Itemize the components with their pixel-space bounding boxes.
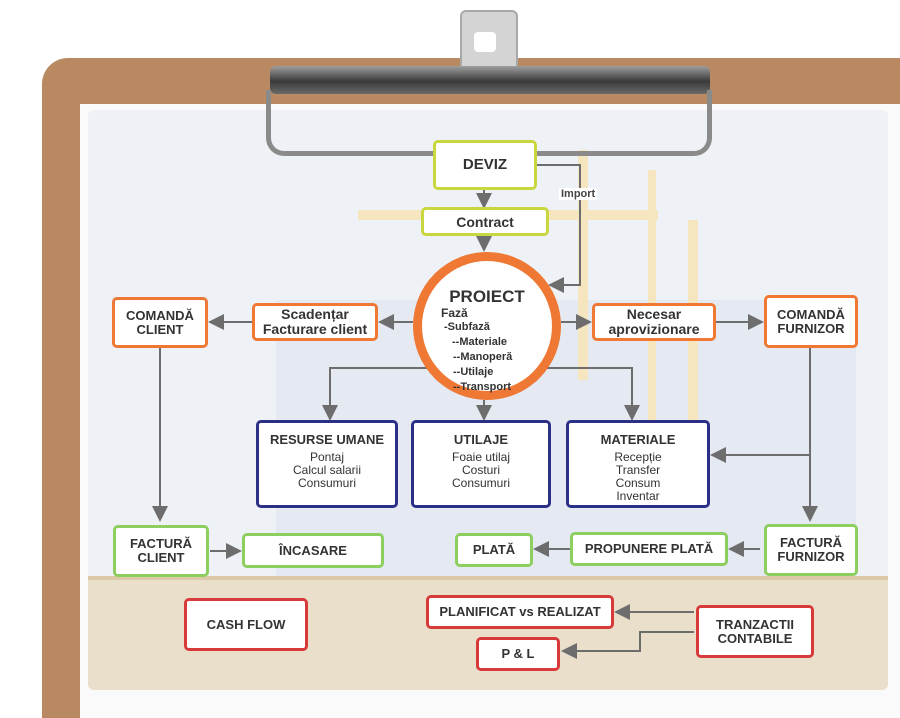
materiale-title: MATERIALE <box>600 432 676 447</box>
materiale-box: MATERIALE Recepție Transfer Consum Inven… <box>566 420 710 508</box>
proiect-circle: PROIECT Fază -Subfază --Materiale --Mano… <box>413 252 561 400</box>
proiect-line-manopera: --Manoperă <box>453 351 513 363</box>
factura-furnizor-line1: FACTURĂ <box>779 535 843 550</box>
comanda-furnizor-line1: COMANDĂ <box>777 306 845 322</box>
comanda-client-box: COMANDĂ CLIENT <box>112 297 208 348</box>
utilaje-item: Costuri <box>461 463 500 477</box>
comanda-furnizor-box: COMANDĂ FURNIZOR <box>764 295 858 348</box>
utilaje-title: UTILAJE <box>453 432 509 447</box>
factura-client-box: FACTURĂ CLIENT <box>113 525 209 577</box>
arrow-import <box>536 164 581 293</box>
arrow-proiect-materiale <box>540 367 640 421</box>
proiect-line-subfaza: -Subfază <box>444 321 490 333</box>
utilaje-box: UTILAJE Foaie utilaj Costuri Consumuri <box>411 420 551 508</box>
necesar-line2: aprovizionare <box>608 321 700 337</box>
comanda-furnizor-line2: FURNIZOR <box>777 320 845 336</box>
planificat-box: PLANIFICAT vs REALIZAT <box>426 595 614 629</box>
plata-label: PLATĂ <box>472 542 516 557</box>
scadentar-line1: Scadențar <box>281 306 349 322</box>
import-label: Import <box>559 188 598 200</box>
utilaje-item: Foaie utilaj <box>451 450 511 464</box>
tranzactii-line1: TRANZACTII <box>716 616 794 632</box>
deviz-label: DEVIZ <box>462 156 508 173</box>
comanda-client-line2: CLIENT <box>136 321 184 337</box>
cash-flow-box: CASH FLOW <box>184 598 308 651</box>
crane-mast <box>578 150 588 380</box>
tranzactii-line2: CONTABILE <box>717 630 793 646</box>
deviz-box: DEVIZ <box>433 140 537 190</box>
contract-box: Contract <box>421 207 549 236</box>
materiale-item: Consum <box>615 476 661 490</box>
factura-client-line2: CLIENT <box>137 550 185 565</box>
utilaje-item: Consumuri <box>451 476 511 490</box>
materiale-item: Transfer <box>615 463 661 477</box>
clip-hole <box>474 32 496 52</box>
propunere-plata-box: PROPUNERE PLATĂ <box>570 532 728 566</box>
proiect-line-transport: --Transport <box>453 381 512 393</box>
materiale-item: Inventar <box>616 489 660 503</box>
cash-flow-label: CASH FLOW <box>206 616 286 632</box>
plata-box: PLATĂ <box>455 533 533 567</box>
crane-mast-2 <box>648 170 656 430</box>
propunere-plata-label: PROPUNERE PLATĂ <box>584 541 714 556</box>
resurse-item: Pontaj <box>309 450 345 464</box>
scadentar-box: Scadențar Facturare client <box>252 303 378 341</box>
factura-client-line1: FACTURĂ <box>129 536 193 551</box>
ground-line <box>88 576 888 582</box>
necesar-box: Necesar aprovizionare <box>592 303 716 341</box>
incasare-box: ÎNCASARE <box>242 533 384 568</box>
comanda-client-line1: COMANDĂ <box>126 307 194 323</box>
proiect-line-faza: Fază <box>441 306 468 320</box>
incasare-label: ÎNCASARE <box>279 542 347 558</box>
resurse-umane-title: RESURSE UMANE <box>269 432 385 447</box>
arrow-proiect-resurse <box>322 367 430 421</box>
resurse-umane-box: RESURSE UMANE Pontaj Calcul salarii Cons… <box>256 420 398 508</box>
scadentar-line2: Facturare client <box>262 321 368 337</box>
arrow-tranzactii-pl <box>561 631 694 659</box>
factura-furnizor-line2: FURNIZOR <box>777 549 845 564</box>
planificat-label: PLANIFICAT vs REALIZAT <box>439 604 601 619</box>
clip-bar <box>270 66 710 94</box>
proiect-title: PROIECT <box>449 287 525 306</box>
proiect-line-materiale: --Materiale <box>452 336 508 348</box>
factura-furnizor-box: FACTURĂ FURNIZOR <box>764 524 858 576</box>
contract-label: Contract <box>456 213 514 230</box>
pl-box: P & L <box>476 637 560 671</box>
resurse-item: Calcul salarii <box>292 463 362 477</box>
necesar-line1: Necesar <box>626 306 682 322</box>
tranzactii-box: TRANZACTII CONTABILE <box>696 605 814 658</box>
materiale-item: Recepție <box>614 450 662 464</box>
pl-label: P & L <box>501 646 535 661</box>
proiect-line-utilaje: --Utilaje <box>453 366 494 378</box>
resurse-item: Consumuri <box>297 476 357 490</box>
